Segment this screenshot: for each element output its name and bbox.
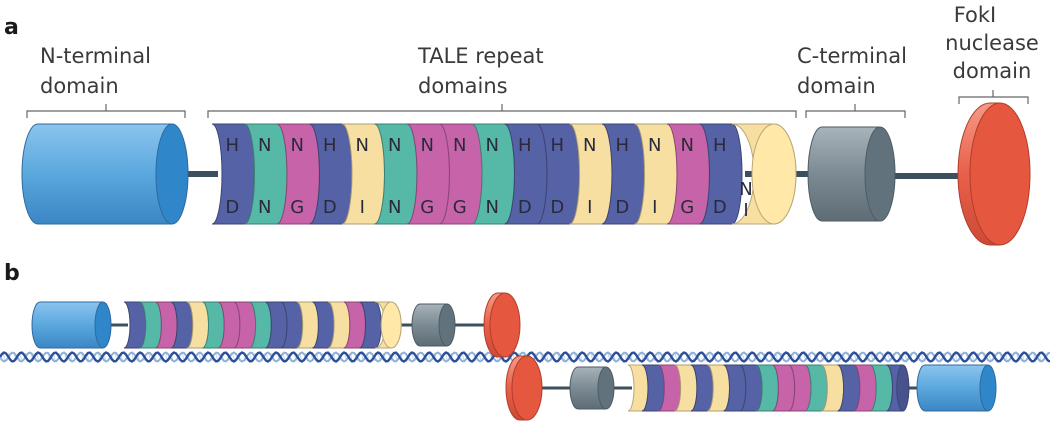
rvd-top-residue: H	[615, 135, 629, 156]
upper-c-terminal	[411, 303, 456, 347]
rvd-bottom-residue: D	[550, 197, 564, 218]
half-repeat-domain	[375, 301, 402, 349]
rvd-top-residue: N	[388, 135, 401, 156]
lower-n-terminal	[916, 364, 997, 412]
rvd-bottom-residue: G	[290, 197, 304, 218]
repeat-domain: NI	[569, 123, 613, 225]
lower-foki	[505, 355, 543, 421]
dna-base-pair	[691, 352, 695, 362]
upper-foki	[483, 292, 521, 358]
rvd-bottom-residue: D	[713, 197, 727, 218]
repeat-cap	[896, 364, 910, 412]
half-repeat-domain: NI	[731, 123, 797, 225]
n-terminal-domain	[21, 123, 189, 225]
dna-base-pair	[428, 352, 432, 362]
lower-repeat-domains	[627, 364, 910, 412]
bracket-foki	[958, 90, 1029, 104]
panel-a-label: a	[4, 15, 19, 40]
lower-c-terminal	[569, 366, 615, 410]
tale-repeat-label-line1: TALE repeat	[417, 44, 544, 68]
dna-base-pair	[232, 352, 236, 362]
n-terminal-label-line1: N-terminal	[40, 44, 151, 68]
repeat-domain: HD	[309, 123, 353, 225]
repeat-domain: HD	[536, 123, 580, 225]
bracket-n-terminal	[26, 104, 186, 118]
dna-base-pair	[920, 352, 924, 362]
rvd-top-residue: H	[550, 135, 564, 156]
rvd-bottom-residue: D	[518, 197, 532, 218]
rvd-top-residue: N	[583, 135, 596, 156]
bracket-c-terminal	[805, 104, 906, 118]
rvd-top-residue: H	[713, 135, 727, 156]
brackets	[26, 90, 1029, 118]
rvd-top-residue: H	[323, 135, 337, 156]
half-repeat-top-residue: N	[739, 179, 752, 200]
upper-talen	[31, 292, 521, 358]
c-terminal-label-line2: domain	[797, 74, 876, 98]
foki-label: FokI nuclease domain	[945, 3, 1039, 83]
n-terminal-label: N-terminal domain	[40, 44, 151, 98]
rvd-top-residue: N	[356, 135, 369, 156]
c-terminal-domain	[807, 126, 896, 222]
rvd-top-residue: N	[648, 135, 661, 156]
dna-base-pair	[937, 352, 941, 362]
rvd-bottom-residue: D	[615, 197, 629, 218]
rvd-top-residue: H	[518, 135, 532, 156]
rvd-top-residue: N	[453, 135, 466, 156]
rvd-bottom-residue: G	[453, 197, 467, 218]
rvd-top-residue: N	[258, 135, 271, 156]
rvd-top-residue: N	[681, 135, 694, 156]
rvd-top-residue: H	[225, 135, 239, 156]
tale-repeat-label-line2: domains	[418, 74, 508, 98]
repeat-domain: HD	[699, 123, 743, 225]
foki-nuclease-domain	[957, 102, 1031, 246]
dna-base-pair	[708, 352, 712, 362]
rvd-bottom-residue: D	[323, 197, 337, 218]
rvd-bottom-residue: N	[486, 197, 499, 218]
rvd-bottom-residue: I	[360, 197, 365, 218]
dna-base-pair	[215, 352, 219, 362]
dna-base-pair	[444, 352, 448, 362]
rvd-bottom-residue: I	[587, 197, 592, 218]
dna-base-pair	[904, 352, 908, 362]
foki-label-line3: domain	[953, 59, 1032, 83]
rvd-top-residue: N	[291, 135, 304, 156]
half-repeat-bottom-residue: I	[743, 200, 748, 221]
rvd-bottom-residue: N	[258, 197, 271, 218]
c-terminal-label-line1: C-terminal	[797, 44, 907, 68]
foki-label-line2: nuclease	[945, 31, 1039, 55]
rvd-top-residue: N	[486, 135, 499, 156]
lower-talen	[505, 355, 997, 421]
rvd-bottom-residue: G	[680, 197, 694, 218]
foki-label-line1: FokI	[954, 3, 997, 27]
upper-n-terminal	[31, 301, 112, 349]
rvd-bottom-residue: D	[225, 197, 239, 218]
rvd-bottom-residue: G	[420, 197, 434, 218]
bracket-tale-repeat	[207, 104, 797, 118]
upper-repeat-domains	[123, 301, 402, 349]
dna-base-pair	[461, 352, 465, 362]
repeat-domain: HD	[211, 123, 255, 225]
panel-b-label: b	[4, 261, 20, 286]
repeat-domain: HD	[504, 123, 548, 225]
tale-repeat-label: TALE repeat domains	[417, 44, 544, 98]
dna-base-pair	[248, 352, 252, 362]
rvd-bottom-residue: I	[652, 197, 657, 218]
c-terminal-label: C-terminal domain	[797, 44, 907, 98]
dna-base-pair	[724, 352, 728, 362]
rvd-bottom-residue: N	[388, 197, 401, 218]
rvd-top-residue: N	[421, 135, 434, 156]
repeat-domain: NN	[374, 123, 418, 225]
n-terminal-label-line2: domain	[40, 74, 119, 98]
